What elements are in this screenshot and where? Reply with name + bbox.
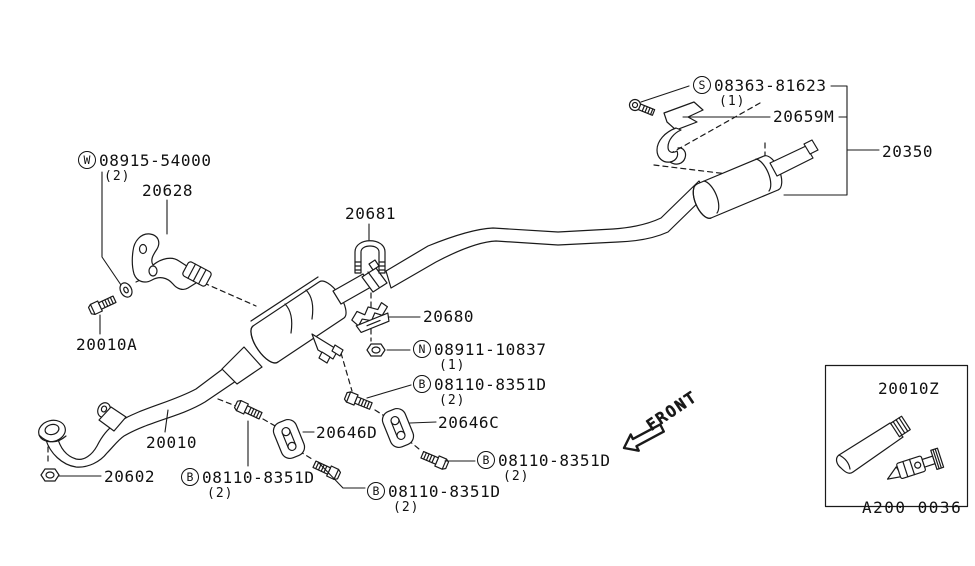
part-label-20646D: 20646D	[316, 423, 378, 442]
part-label-20010A: 20010A	[76, 335, 138, 354]
rubber-mount-20646c-drawing	[381, 408, 415, 448]
part-label-20659M: 20659M	[773, 107, 835, 126]
sealant-tube-drawing	[835, 415, 911, 474]
part-label-08110-8351D-bottom: B 08110-8351D (2)	[367, 482, 501, 515]
part-label-08110-8351D-right: B 08110-8351D (2)	[477, 451, 611, 484]
part-label-20010: 20010	[146, 433, 198, 452]
bolt-drawing	[87, 295, 117, 315]
converter-bracket-drawing	[311, 333, 339, 360]
part-label-20602: 20602	[104, 467, 156, 486]
tailpipe-drawing	[769, 145, 814, 177]
washer-drawing	[119, 282, 133, 298]
part-label-20010Z: 20010Z	[878, 379, 940, 398]
center-exhaust-tube-drawing	[385, 180, 708, 289]
hanger-bracket-20628-drawing	[131, 233, 212, 290]
rubber-mount-20646d-drawing	[272, 419, 306, 459]
part-label-20680: 20680	[423, 307, 475, 326]
catalytic-converter-drawing	[221, 259, 388, 385]
part-label-08911-10837: N 08911-10837 (1)	[413, 340, 547, 373]
front-flange-drawing	[38, 419, 67, 443]
part-label-20350: 20350	[882, 142, 934, 161]
part-label-08110-8351D-bottom-left: B 08110-8351D (2)	[181, 468, 315, 501]
bolt-drawing	[420, 450, 450, 470]
part-label-08915-54000: W 08915-54000 (2)	[78, 151, 212, 184]
circled-b-symbol: B	[181, 468, 199, 486]
nut-drawing	[366, 343, 386, 357]
circled-n-symbol: N	[413, 340, 431, 358]
u-bolt-drawing	[354, 240, 386, 274]
nut-drawing	[40, 468, 60, 482]
part-label-20681: 20681	[345, 204, 397, 223]
part-label-20646C: 20646C	[438, 413, 500, 432]
bolt-drawing	[343, 391, 373, 410]
bolt-drawing	[312, 460, 342, 480]
part-quantity: (2)	[104, 169, 131, 184]
part-label-08110-8351D-middle: B 08110-8351D (2)	[413, 375, 547, 408]
part-label-08363-81623: S 08363-81623 (1)	[693, 76, 827, 109]
clamp-drawing	[351, 302, 390, 334]
front-label: FRONT	[643, 387, 701, 434]
circled-s-symbol: S	[693, 76, 711, 94]
circled-w-symbol: W	[78, 151, 96, 169]
circled-b-symbol: B	[413, 375, 431, 393]
part-label-20628: 20628	[142, 181, 194, 200]
front-direction-arrow: FRONT	[622, 387, 702, 452]
injector-drawing	[886, 447, 945, 480]
muffler-drawing	[692, 139, 819, 219]
front-exhaust-tube-drawing	[38, 367, 237, 468]
screw-drawing	[628, 98, 656, 116]
bolt-drawing	[233, 400, 263, 420]
inset-box	[824, 364, 969, 508]
pipe-bracket-drawing	[97, 402, 127, 432]
hanger-bracket-20659-drawing	[656, 101, 704, 165]
diagram-reference-code: A200 0036	[862, 498, 963, 517]
circled-b-symbol: B	[367, 482, 385, 500]
part-number: 08915-54000	[99, 151, 212, 170]
circled-b-symbol: B	[477, 451, 495, 469]
